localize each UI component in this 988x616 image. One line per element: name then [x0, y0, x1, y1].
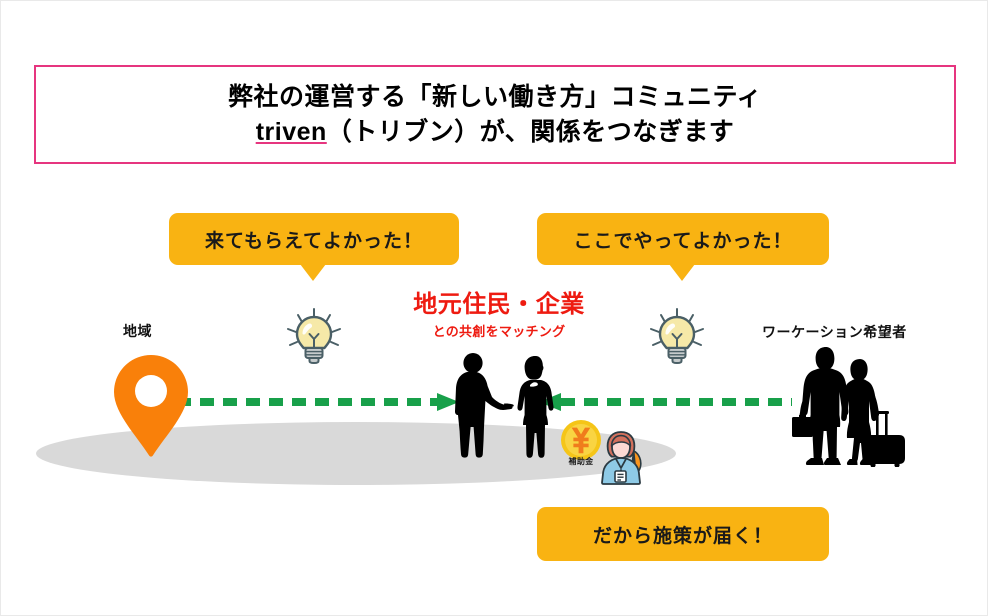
subsidy-label: 補助金 — [568, 457, 594, 466]
callout-right-tail — [669, 264, 695, 281]
people-silhouette-pair — [442, 353, 558, 465]
title-line-2-suffix: （トリブン）が、関係をつなぎます — [326, 117, 735, 146]
map-pin-icon — [114, 355, 188, 462]
triven-brand: triven — [255, 117, 327, 146]
dashed-arrow-right — [175, 391, 461, 418]
traveler-couple-silhouette — [791, 345, 907, 472]
label-worker: ワーケーション希望者 — [762, 324, 907, 340]
yen-coin-icon — [558, 419, 604, 468]
government-officer-icon — [596, 429, 648, 490]
center-subheading: との共創をマッチング — [432, 324, 566, 340]
lightbulb-icon-left — [284, 307, 344, 370]
title-line-2: triven（トリブン）が、関係をつなぎます — [256, 116, 735, 149]
title-box: 弊社の運営する「新しい働き方」コミュニティ triven（トリブン）が、関係をつ… — [34, 65, 956, 164]
center-heading-group: 地元住民・企業 との共創をマッチング — [399, 291, 599, 340]
center-heading: 地元住民・企業 — [413, 291, 585, 318]
callout-left-label: 来てもらえてよかった！ — [204, 230, 424, 252]
lightbulb-icon-right — [647, 307, 707, 370]
callout-left-tail — [300, 264, 326, 281]
dashed-arrow-left — [539, 391, 793, 418]
label-region: 地域 — [123, 323, 152, 339]
title-line-1: 弊社の運営する「新しい働き方」コミュニティ — [227, 82, 762, 111]
callout-right-label: ここでやってよかった！ — [573, 230, 793, 252]
callout-bottom-label: だから施策が届く！ — [592, 525, 773, 547]
callout-bottom: だから施策が届く！ — [537, 507, 829, 561]
callout-left: 来てもらえてよかった！ — [169, 213, 459, 281]
callout-right: ここでやってよかった！ — [537, 213, 829, 281]
